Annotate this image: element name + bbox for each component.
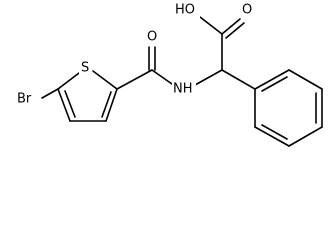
bond-c2-c3 [105,88,118,122]
bond-s-c2 [92,70,118,90]
molecule-structure: Br S O NH HO O [16,3,323,147]
bond-c5-s [57,72,80,90]
bond-c2-c3-inner [101,91,112,118]
bond-carbonyl-n [151,69,173,85]
atom-ho-label: HO [175,3,195,18]
bond-ph-2 [288,69,323,90]
bond-c4-c5 [57,88,71,122]
bond-br-c5 [41,88,59,99]
atom-o-acid-label: O [242,3,252,18]
bond-alpha-phenyl [221,69,256,90]
bond-acid-co-2 [225,22,245,39]
bond-c2-carbonyl [116,69,153,90]
bond-ph-5 [254,126,290,147]
bond-c4-c5-inner [64,90,76,118]
bonds [41,16,323,147]
atom-o-amide-label: O [147,30,157,45]
atom-nh-label: NH [173,82,193,97]
bond-ph-1 [254,69,290,90]
bond-ph-4 [288,126,323,147]
atom-br-label: Br [17,92,32,107]
bond-ph-inner-3 [261,124,288,140]
atom-labels: Br S O NH HO O [16,3,255,107]
bond-acid-co-1 [221,18,241,35]
bond-acid-oh [199,16,223,35]
atom-s-label: S [81,61,89,76]
bond-n-alpha [194,69,223,86]
bond-ph-inner-1 [261,76,288,92]
